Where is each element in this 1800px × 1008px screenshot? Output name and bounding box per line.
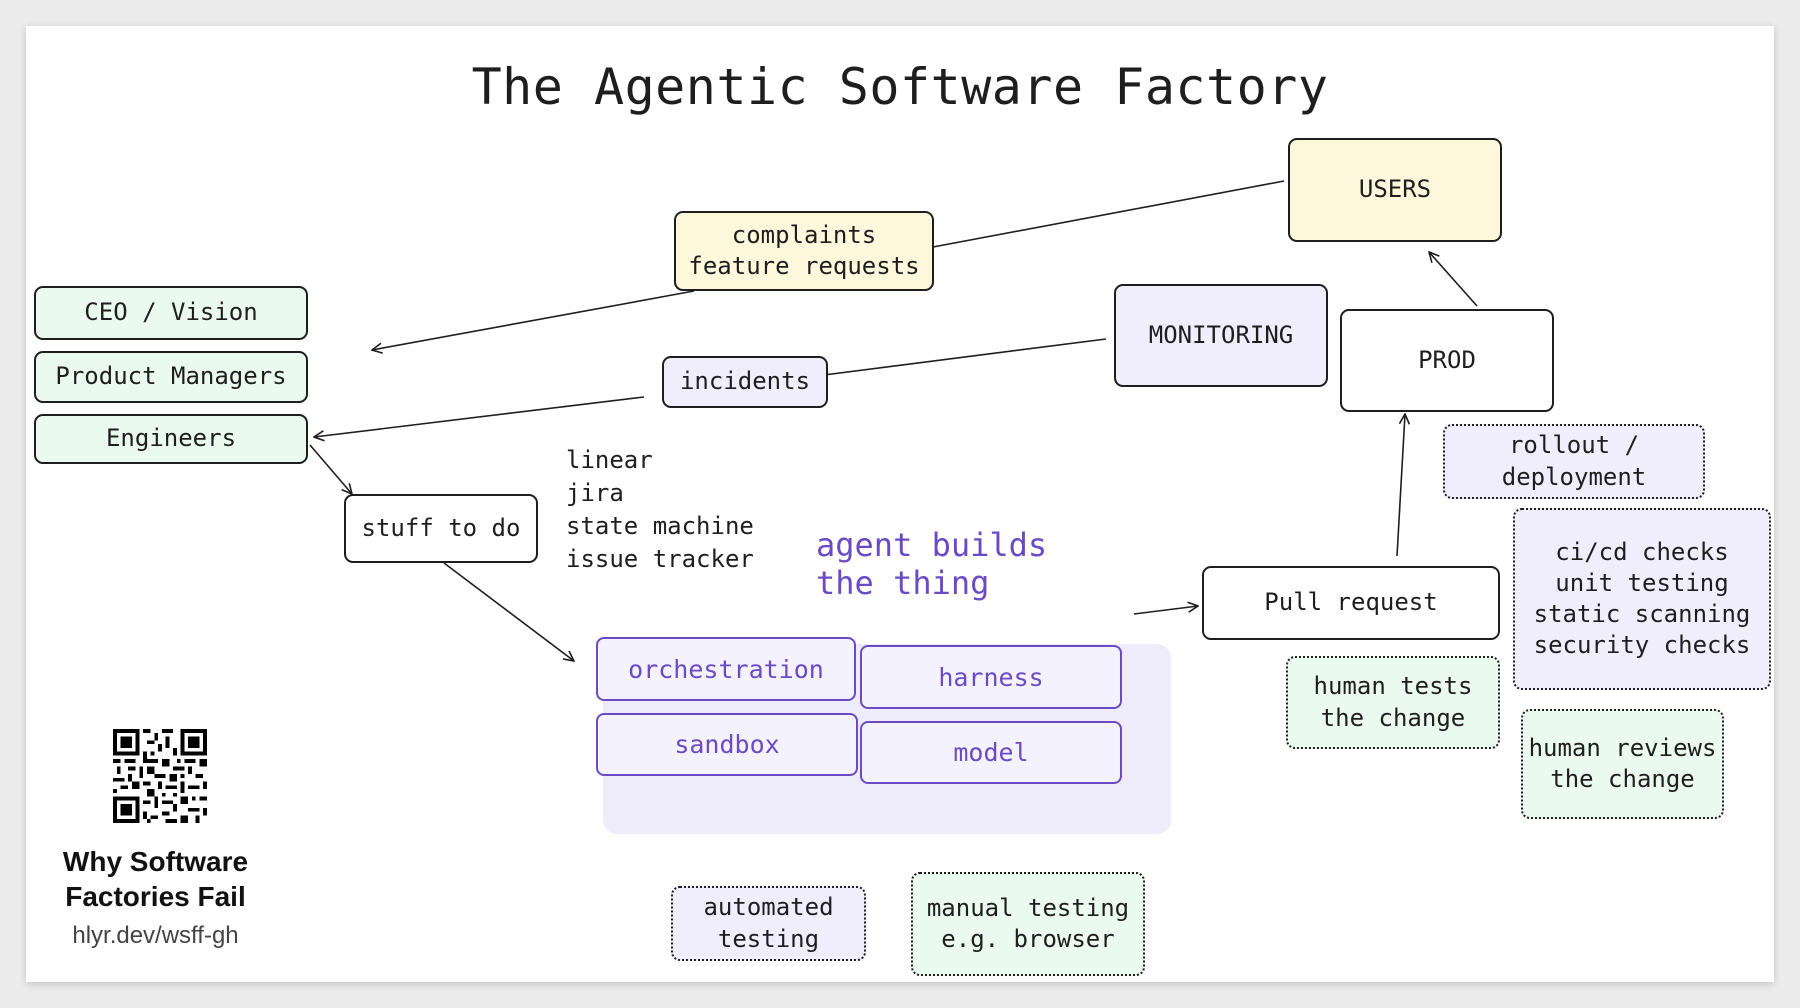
diagram-title: The Agentic Software Factory xyxy=(471,58,1329,116)
model-box: model xyxy=(860,721,1122,784)
orchestration-box: orchestration xyxy=(596,637,856,701)
slide: The Agentic Software Factory USERS compl… xyxy=(26,26,1774,982)
harness-box: harness xyxy=(860,645,1122,709)
arrow-stuff-agent xyxy=(443,562,574,661)
agent-builds-label: agent builds the thing xyxy=(816,526,1048,602)
monitoring-box: MONITORING xyxy=(1114,284,1328,387)
arrow-engineers-stuff xyxy=(309,444,352,494)
pull-request-box: Pull request xyxy=(1202,566,1500,640)
arrow-incidents-engineers xyxy=(314,396,645,437)
tracker-list: linear jira state machine issue tracker xyxy=(566,446,754,573)
line-monitoring-incidents xyxy=(823,338,1107,376)
connectors xyxy=(309,180,1478,982)
qr-caption-url: hlyr.dev/wsff-gh xyxy=(72,922,239,949)
qr-caption-title: Why Software Factories Fail xyxy=(62,846,249,912)
users-box: USERS xyxy=(1288,138,1502,242)
product-managers-box: Product Managers xyxy=(34,351,308,403)
manual-testing-box: manual testing e.g. browser xyxy=(911,872,1145,976)
arrow-pr-prod xyxy=(1396,414,1405,557)
prod-box: PROD xyxy=(1340,309,1554,412)
human-tests-box: human tests the change xyxy=(1286,656,1500,749)
ceo-box: CEO / Vision xyxy=(34,286,308,340)
line-users-complaints xyxy=(932,180,1285,248)
incidents-box: incidents xyxy=(662,356,828,408)
arrow-prod-users xyxy=(1429,252,1478,307)
arrow-agent-pr xyxy=(1133,606,1198,615)
complaints-box: complaints feature requests xyxy=(674,211,934,291)
rollout-box: rollout / deployment xyxy=(1443,424,1705,499)
automated-testing-box: automated testing xyxy=(671,886,866,961)
qr-code-icon xyxy=(113,729,207,823)
engineers-box: Engineers xyxy=(34,414,308,464)
stuff-to-do-box: stuff to do xyxy=(344,494,538,563)
sandbox-box: sandbox xyxy=(596,713,858,776)
arrow-complaints-leadership xyxy=(372,290,695,350)
human-reviews-box: human reviews the change xyxy=(1521,709,1724,819)
ci-cd-checks-box: ci/cd checks unit testing static scannin… xyxy=(1513,508,1771,690)
